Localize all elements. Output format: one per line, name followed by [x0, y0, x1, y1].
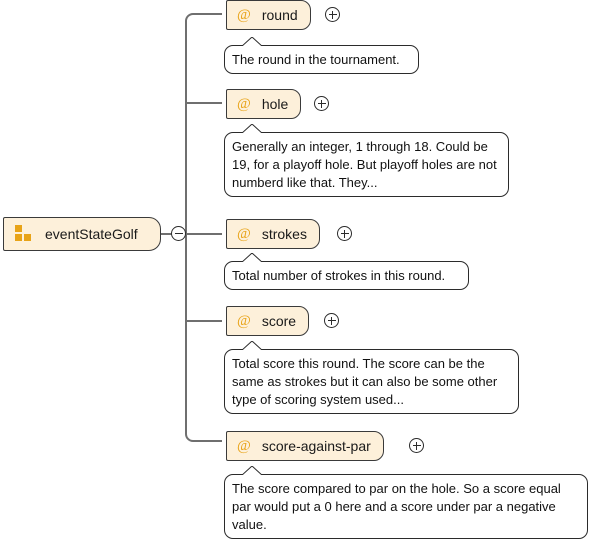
- attribute-node-score-against-par[interactable]: @ score-against-par: [226, 431, 384, 461]
- expand-toggle-hole[interactable]: [314, 96, 329, 111]
- documentation-score: Total score this round. The score can be…: [224, 341, 519, 414]
- attribute-node-hole[interactable]: @ hole: [226, 89, 302, 119]
- callout-tail-icon: [241, 37, 263, 47]
- at-sign-icon: @: [237, 437, 251, 454]
- root-element-eventstategolf[interactable]: eventStateGolf: [3, 217, 161, 251]
- expand-toggle-round[interactable]: [325, 7, 340, 22]
- expand-toggle-strokes[interactable]: [337, 226, 352, 241]
- at-sign-icon: @: [237, 6, 251, 23]
- attribute-node-score[interactable]: @ score: [226, 306, 310, 336]
- documentation-text: Total number of strokes in this round.: [232, 268, 446, 283]
- collapse-toggle-eventstategolf[interactable]: [171, 226, 186, 241]
- at-sign-icon: @: [237, 225, 251, 242]
- documentation-text: The round in the tournament.: [232, 52, 400, 67]
- expand-toggle-score-against-par[interactable]: [409, 438, 424, 453]
- at-sign-icon: @: [237, 312, 251, 329]
- documentation-hole: Generally an integer, 1 through 18. Coul…: [224, 124, 509, 197]
- callout-tail-icon: [241, 124, 263, 134]
- expand-toggle-score[interactable]: [324, 313, 339, 328]
- attribute-node-strokes[interactable]: @ strokes: [226, 219, 320, 249]
- callout-tail-icon: [241, 466, 263, 476]
- documentation-score-against-par: The score compared to par on the hole. S…: [224, 466, 588, 539]
- documentation-text: Generally an integer, 1 through 18. Coul…: [232, 139, 497, 190]
- attribute-node-round[interactable]: @ round: [226, 0, 311, 30]
- documentation-strokes: Total number of strokes in this round.: [224, 253, 469, 290]
- documentation-text: The score compared to par on the hole. S…: [232, 481, 561, 532]
- documentation-round: The round in the tournament.: [224, 37, 419, 74]
- attribute-label-hole: hole: [261, 96, 289, 112]
- element-icon: [15, 225, 33, 243]
- attribute-label-score: score: [261, 313, 297, 329]
- attribute-label-round: round: [261, 7, 298, 23]
- callout-tail-icon: [241, 253, 263, 263]
- attribute-label-strokes: strokes: [261, 226, 307, 242]
- root-element-label: eventStateGolf: [45, 226, 138, 242]
- callout-tail-icon: [241, 341, 263, 351]
- at-sign-icon: @: [237, 95, 251, 112]
- documentation-text: Total score this round. The score can be…: [232, 356, 498, 407]
- attribute-label-score-against-par: score-against-par: [261, 438, 371, 454]
